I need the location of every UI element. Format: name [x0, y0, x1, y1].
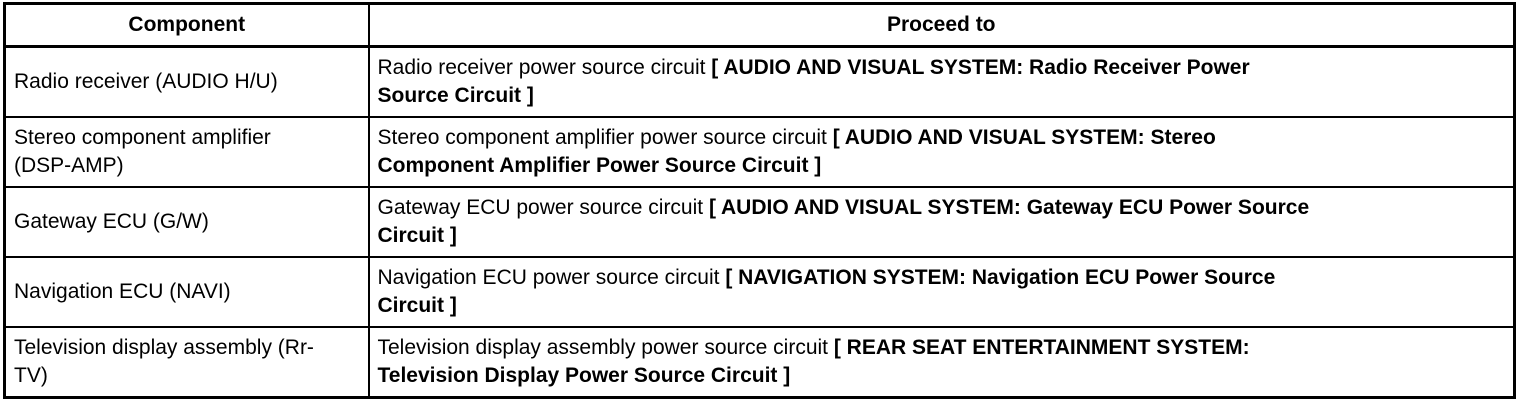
table-row: Radio receiver (AUDIO H/U) Radio receive… — [3, 45, 1516, 118]
proceed-reference: [ AUDIO AND VISUAL SYSTEM: Radio Receive… — [377, 56, 1250, 107]
header-row: Component Proceed to — [3, 2, 1516, 48]
column-header-component: Component — [3, 2, 370, 48]
table-row: Gateway ECU (G/W) Gateway ECU power sour… — [3, 186, 1516, 258]
component-cell: Gateway ECU (G/W) — [3, 186, 370, 258]
proceed-to-cell: Television display assembly power source… — [367, 326, 1516, 399]
table-row: Stereo component amplifier (DSP-AMP) Ste… — [3, 116, 1516, 188]
proceed-reference: [ NAVIGATION SYSTEM: Navigation ECU Powe… — [377, 266, 1276, 317]
table-row: Navigation ECU (NAVI) Navigation ECU pow… — [3, 256, 1516, 328]
component-cell: Navigation ECU (NAVI) — [3, 256, 370, 328]
component-cell: Television display assembly (Rr-TV) — [3, 326, 370, 399]
table-row: Television display assembly (Rr-TV) Tele… — [3, 326, 1516, 399]
proceed-description: Gateway ECU power source circuit — [377, 196, 709, 219]
component-name: Stereo component amplifier (DSP-AMP) — [14, 126, 271, 177]
proceed-to-cell: Radio receiver power source circuit [ AU… — [367, 45, 1516, 118]
proceed-description: Radio receiver power source circuit — [377, 56, 712, 79]
component-name: Radio receiver (AUDIO H/U) — [14, 70, 278, 93]
proceed-reference: [ AUDIO AND VISUAL SYSTEM: Stereo Compon… — [377, 126, 1216, 177]
component-name: Navigation ECU (NAVI) — [14, 280, 231, 303]
component-cell: Radio receiver (AUDIO H/U) — [3, 45, 370, 118]
proceed-reference: [ REAR SEAT ENTERTAINMENT SYSTEM: Televi… — [377, 336, 1250, 387]
column-header-proceed-to: Proceed to — [367, 2, 1516, 48]
proceed-to-cell: Navigation ECU power source circuit [ NA… — [367, 256, 1516, 328]
component-name: Television display assembly (Rr-TV) — [14, 336, 314, 387]
proceed-description: Television display assembly power source… — [377, 336, 834, 359]
proceed-to-cell: Gateway ECU power source circuit [ AUDIO… — [367, 186, 1516, 258]
component-proceed-table: Component Proceed to Radio receiver (AUD… — [3, 2, 1516, 399]
proceed-description: Navigation ECU power source circuit — [377, 266, 726, 289]
component-cell: Stereo component amplifier (DSP-AMP) — [3, 116, 370, 188]
proceed-to-cell: Stereo component amplifier power source … — [367, 116, 1516, 188]
component-name: Gateway ECU (G/W) — [14, 210, 209, 233]
proceed-description: Stereo component amplifier power source … — [377, 126, 833, 149]
proceed-reference: [ AUDIO AND VISUAL SYSTEM: Gateway ECU P… — [377, 196, 1310, 247]
